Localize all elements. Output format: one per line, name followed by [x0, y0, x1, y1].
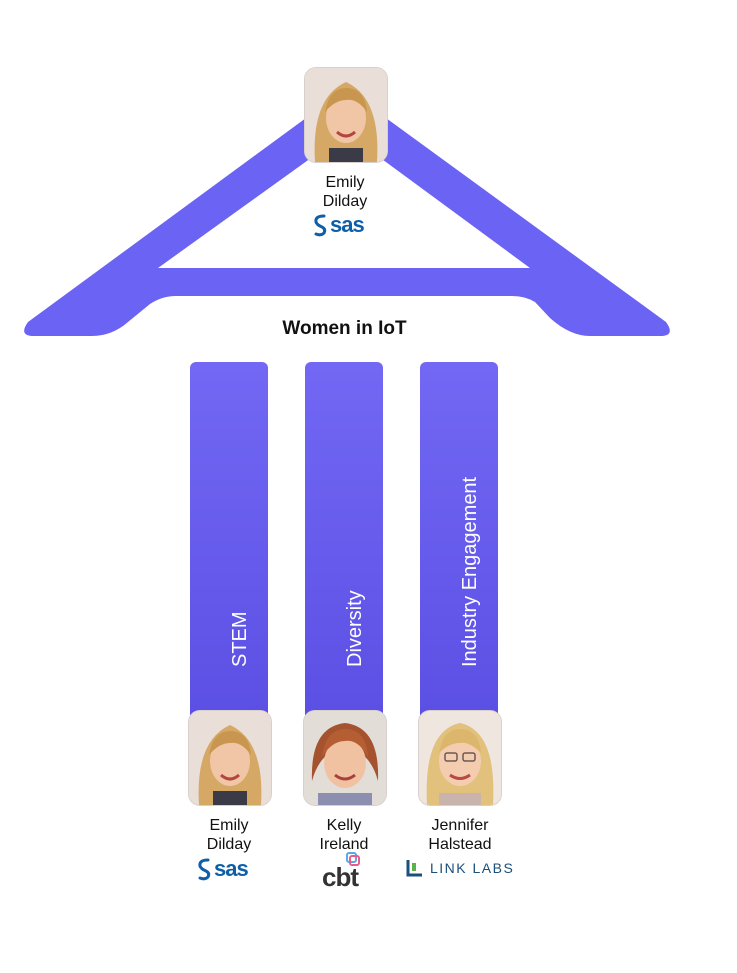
logo-sas: SAS: [196, 856, 249, 882]
roof-person-name: Emily Dilday: [322, 174, 368, 210]
avatar-emily-dilday: [188, 710, 272, 806]
person-name-emily-dilday: Emily Dilday: [206, 817, 252, 853]
cbt-bubble-icon: [346, 852, 360, 866]
avatar-jennifer-halstead: [418, 710, 502, 806]
logo-link-labs: LINK LABS: [406, 859, 514, 877]
pillar-label-stem: STEM: [229, 611, 251, 667]
pillar-stem: STEM: [190, 362, 268, 742]
sas-s-icon: [198, 858, 211, 881]
pillar-label-industry-engagement: Industry Engagement: [459, 476, 481, 667]
roof-shape: [24, 118, 670, 336]
pillar-label-diversity: Diversity: [344, 590, 366, 667]
person-name-kelly-ireland: Kelly Ireland: [319, 817, 369, 853]
pillar-industry-engagement: Industry Engagement: [420, 362, 498, 742]
pillar-diversity: Diversity: [305, 362, 383, 742]
avatar-emily-dilday-top: [304, 67, 388, 163]
avatar-kelly-ireland: [303, 710, 387, 806]
roof-logo-sas: SAS: [312, 212, 365, 238]
logo-cbt: cbt: [320, 852, 372, 896]
sas-s-icon: [314, 214, 327, 237]
link-labs-mark-icon: [406, 860, 422, 877]
diagram-title: Women in IoT: [282, 318, 407, 339]
person-name-jennifer-halstead: Jennifer Halstead: [428, 817, 492, 853]
